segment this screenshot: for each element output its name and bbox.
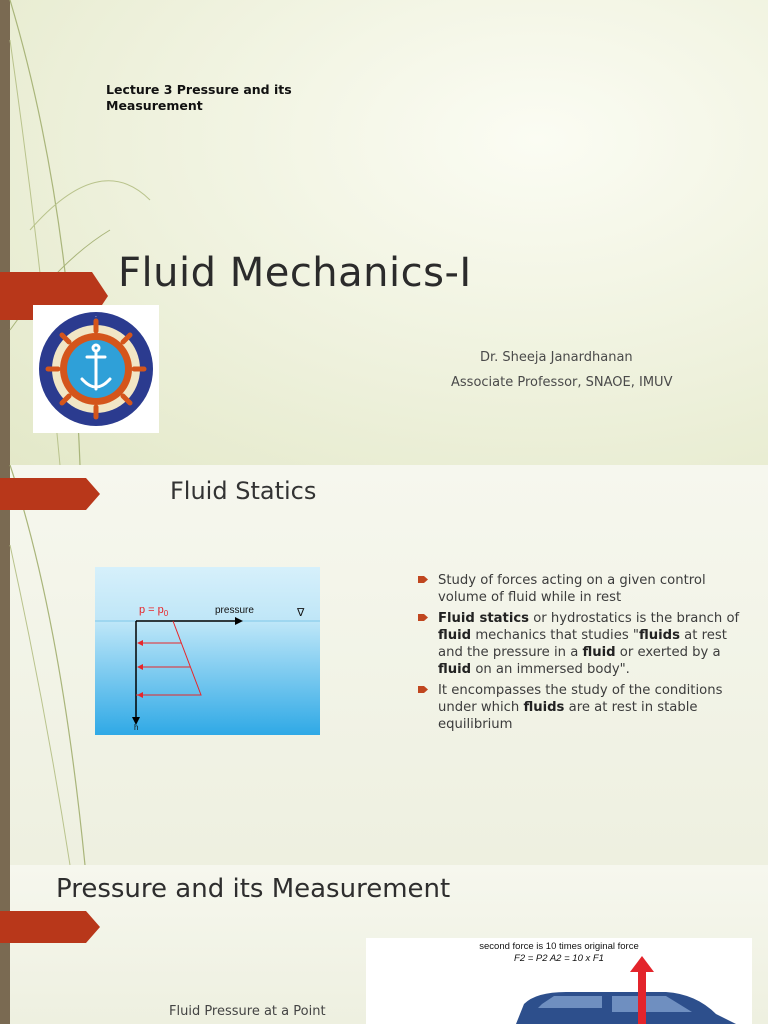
force-formula: F2 = P2 A2 = 10 x F1 — [514, 953, 604, 964]
car-force-figure: second force is 10 times original force … — [366, 938, 752, 1024]
bullet-bold-text: fluid — [582, 645, 616, 660]
course-title: Fluid Mechanics-I — [118, 250, 472, 296]
slide-title: Lecture 3 Pressure and its Measurement F… — [0, 0, 768, 465]
lecture-title: Lecture 3 Pressure and its Measurement — [106, 82, 292, 113]
bullet-item: Study of forces acting on a given contro… — [418, 572, 748, 606]
surface-pressure-subscript: 0 — [163, 609, 169, 619]
left-accent-bar — [0, 0, 10, 465]
bullet-item: Fluid statics or hydrostatics is the bra… — [418, 610, 748, 678]
fluid-pressure-point-subtitle: Fluid Pressure at a Point — [169, 1004, 326, 1019]
left-accent-bar — [0, 465, 10, 865]
bullet-item: It encompasses the study of the conditio… — [418, 682, 748, 733]
water-surface-symbol: ∇ — [297, 606, 305, 619]
hydrostatic-pressure-diagram: p = p0 pressure ∇ h — [95, 567, 320, 735]
university-logo: · — [33, 305, 159, 433]
fluid-statics-title: Fluid Statics — [170, 477, 317, 505]
bullet-bold-text: Fluid statics — [438, 611, 530, 626]
pressure-axis-label: pressure — [215, 605, 254, 616]
pressure-measurement-title: Pressure and its Measurement — [56, 874, 451, 904]
author-role: Associate Professor, SNAOE, IMUV — [451, 375, 673, 390]
bullet-text: on an immersed body". — [471, 662, 630, 677]
bullet-text: or exerted by a — [615, 645, 721, 660]
bullet-text: Study of forces acting on a given contro… — [438, 573, 706, 605]
accent-arrow-tab — [0, 478, 100, 510]
bullet-bold-text: fluids — [638, 628, 680, 643]
car-icon — [516, 956, 736, 1024]
left-accent-bar — [0, 865, 10, 1024]
surface-pressure-label: p = p — [139, 604, 164, 616]
figure-caption: second force is 10 times original force — [479, 941, 639, 952]
svg-text:·: · — [95, 314, 97, 321]
bullet-text: It encompasses the study of the conditio… — [438, 683, 723, 715]
author-name: Dr. Sheeja Janardhanan — [480, 350, 633, 365]
fluid-statics-bullets: Study of forces acting on a given contro… — [418, 572, 748, 737]
indian-maritime-university-emblem-icon: · — [39, 312, 153, 426]
accent-arrow-tab — [0, 272, 108, 320]
bullet-arrow-icon — [418, 614, 428, 621]
accent-arrow-tab — [0, 911, 100, 943]
bullet-text: or hydrostatics is the branch of — [529, 611, 740, 626]
bullet-bold-text: fluid — [438, 628, 472, 643]
bullet-arrow-icon — [418, 686, 428, 693]
bullet-bold-text: fluids — [523, 700, 565, 715]
bullet-text: are at rest in stable equilibrium — [438, 700, 698, 732]
bullet-text: at rest and the pressure in a — [438, 628, 727, 660]
bullet-arrow-icon — [418, 576, 428, 583]
bullet-bold-text: fluid — [438, 662, 472, 677]
bullet-text: mechanics that studies " — [471, 628, 639, 643]
depth-axis-label: h — [134, 723, 139, 732]
